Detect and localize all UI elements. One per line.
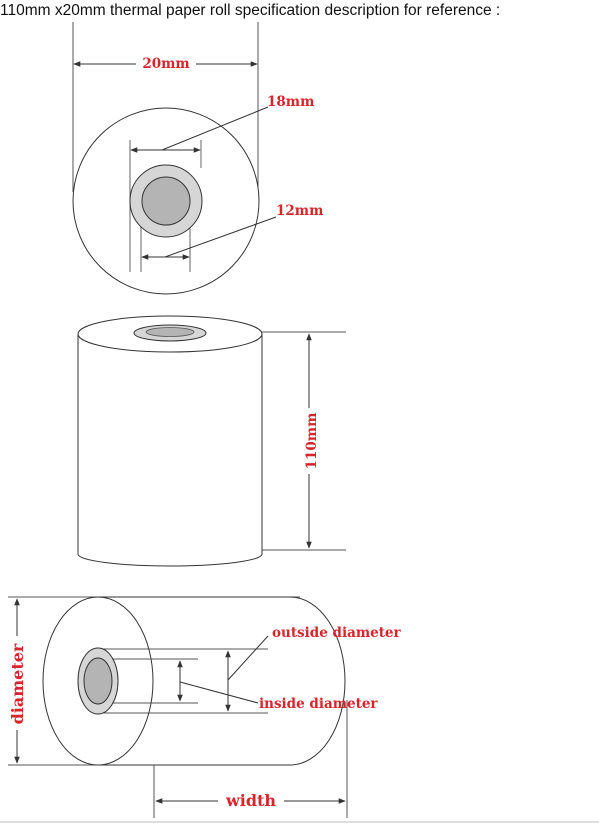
label-height: 110mm [304, 413, 320, 470]
label-outer-core: 18mm [267, 94, 314, 110]
label-diameter: diameter [8, 643, 27, 724]
top-core-inner [145, 327, 195, 337]
inner-core-leader [164, 216, 277, 258]
label-inside-diameter: inside diameter [259, 696, 378, 712]
core-inner-circle [141, 176, 191, 226]
side-core-inner [83, 657, 113, 705]
page-title: 110mm x20mm thermal paper roll specifica… [0, 2, 501, 19]
label-top-width: 20mm [142, 56, 189, 72]
od-leader [227, 635, 269, 681]
label-width: width [225, 791, 276, 810]
outer-core-leader [161, 106, 269, 151]
side-view: diameter outside diameter inside diamete… [8, 596, 402, 818]
label-inner-core: 12mm [276, 203, 323, 219]
side-roll-body [98, 596, 346, 766]
upright-view: 110mm [77, 315, 346, 567]
id-leader [179, 681, 259, 704]
label-outside-diameter: outside diameter [272, 625, 402, 641]
front-view: 20mm 18mm 12mm [72, 22, 323, 295]
cylinder-body [77, 334, 263, 567]
